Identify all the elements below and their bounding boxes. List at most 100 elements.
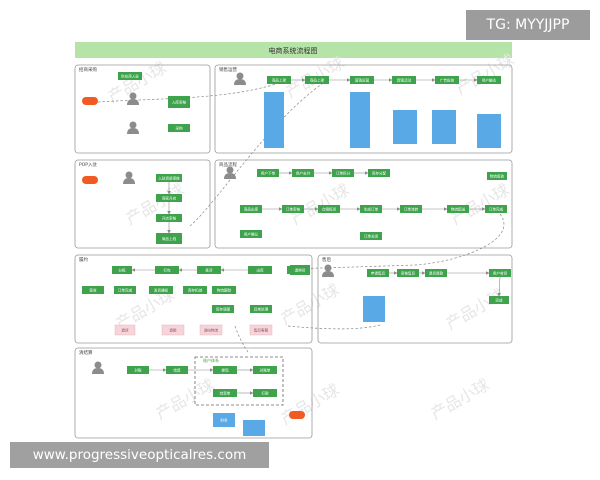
section-frame <box>74 159 211 249</box>
flow-node: 订单完成 <box>114 286 136 294</box>
flow-node: 订单审核 <box>282 205 304 213</box>
section-label: 招商采购 <box>79 66 97 73</box>
flow-node-box <box>112 266 132 274</box>
start-end-pill <box>82 97 98 105</box>
watermark: 产品小球 <box>448 180 513 228</box>
flow-node-box <box>487 172 507 180</box>
detail-note-box <box>350 92 370 148</box>
flow-node-label: 商家开店 <box>162 195 177 200</box>
flow-node-box <box>360 205 382 213</box>
flow-node: 售后客服 <box>249 324 273 336</box>
flow-node-label: 申请售后 <box>371 270 386 275</box>
flow-node-box <box>213 389 237 397</box>
user-icon <box>123 171 135 184</box>
flow-node: 仓储拣货 <box>318 205 340 213</box>
tg-overlay-tag: TG: MYYJJPP <box>466 10 590 40</box>
detail-note-box <box>243 420 265 436</box>
cross-flow-curve <box>287 324 381 330</box>
flow-node: 结算单 <box>213 389 237 397</box>
account-group-box <box>194 356 284 406</box>
flow-node-label: 逆向物流 <box>204 327 219 332</box>
flow-node: 用户收货 <box>489 269 511 277</box>
flow-node-label: 分拣 <box>118 267 126 272</box>
flow-node-box <box>114 324 136 336</box>
flow-node-box <box>332 169 354 177</box>
flow-node: 用户下单 <box>257 169 279 177</box>
flow-node-box <box>166 366 188 374</box>
flow-node-label: 审核售后 <box>401 270 416 275</box>
flow-node-label: 订单审核 <box>286 206 301 211</box>
flow-node: 商品上线 <box>156 233 182 244</box>
flow-node-box <box>213 413 235 427</box>
section-frame <box>74 347 313 439</box>
section-frame <box>74 64 211 154</box>
flow-node: 用户触达 <box>477 76 501 84</box>
flow-node-box <box>240 205 262 213</box>
flow-node-label: 用户下单 <box>261 170 276 175</box>
section-frame <box>214 64 513 154</box>
flow-node-box <box>392 76 416 84</box>
flow-node: 商品出库 <box>240 205 262 213</box>
website-overlay: www.progressiveopticalres.com <box>10 442 269 468</box>
user-icon <box>234 72 246 85</box>
flow-node-box <box>212 286 236 294</box>
diagram-title-bar <box>75 42 512 58</box>
cross-flow-curve <box>97 81 283 103</box>
flow-node-label: 订单关闭 <box>364 233 379 238</box>
flow-node-box <box>485 205 507 213</box>
watermark: 产品小球 <box>278 280 343 328</box>
flow-node: 促销活动 <box>392 76 416 84</box>
flow-node: 财务 <box>213 413 235 427</box>
flow-node: 打包 <box>155 266 179 274</box>
flow-node-box <box>489 269 511 277</box>
flow-node: 用户确认 <box>240 230 262 238</box>
flow-node-label: 异常处理 <box>254 306 269 311</box>
detail-note-box <box>477 114 501 148</box>
flow-node-label: 打包 <box>163 267 171 272</box>
detail-note-box <box>264 92 284 148</box>
flow-node-box <box>400 205 422 213</box>
flow-node: 库存调度 <box>212 305 234 313</box>
flow-node-label: 供应商入驻 <box>121 73 139 78</box>
flow-node-label: 用户确认 <box>244 231 259 236</box>
flow-node: 结算 <box>166 366 188 374</box>
flow-node-label: 采购 <box>175 125 183 130</box>
flow-node-box <box>212 305 234 313</box>
flow-node-label: 仓储拣货 <box>322 206 337 211</box>
flow-node-box <box>149 286 173 294</box>
flow-node-label: 物流跟踪 <box>217 287 232 292</box>
flow-node-label: 签收 <box>89 287 97 292</box>
diagram-title: 电商系统流程图 <box>269 46 318 55</box>
flow-node-label: 入驻资质审核 <box>158 175 180 180</box>
flow-node-box <box>156 233 182 244</box>
flow-node: 退款 <box>161 324 185 336</box>
flow-node-label: 物流配送 <box>451 206 466 211</box>
flow-node: 供应商入驻 <box>118 72 142 80</box>
section-label: 售后 <box>322 256 331 263</box>
watermark: 产品小球 <box>428 375 493 423</box>
flow-node-label: 用户支付 <box>296 170 311 175</box>
flow-node-label: 对账单 <box>260 367 271 372</box>
flow-node-label: 结算单 <box>220 390 231 395</box>
flow-node-label: 商品上架 <box>310 77 325 82</box>
flow-node-label: 入库审核 <box>172 99 187 104</box>
section-frame <box>74 254 313 344</box>
flow-node-label: 退换货 <box>295 267 306 272</box>
flow-node-label: 对账 <box>134 367 142 372</box>
flow-node-box <box>397 269 419 277</box>
flow-node: 对账 <box>127 366 149 374</box>
flow-node-label: 订单拆分 <box>336 170 351 175</box>
detail-note-box <box>393 110 417 144</box>
flow-node: 对账单 <box>253 366 277 374</box>
flow-node-box <box>168 96 190 108</box>
section-frame <box>317 254 513 344</box>
flow-node-label: 提现 <box>221 367 229 372</box>
flow-node-box <box>257 169 279 177</box>
flow-node: 开店审核 <box>156 214 182 222</box>
flow-node: 逆向物流 <box>199 324 223 336</box>
flow-node-box <box>489 296 509 304</box>
section-label: 履约 <box>79 256 88 263</box>
flow-node: 库存扣减 <box>183 286 207 294</box>
flow-node: 发货通知 <box>149 286 173 294</box>
